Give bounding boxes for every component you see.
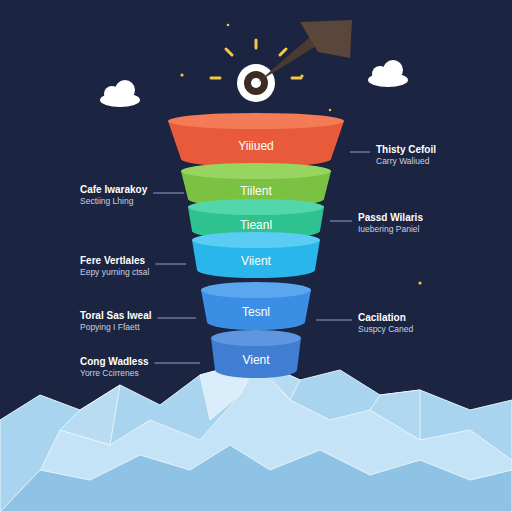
band-top [188, 199, 324, 215]
callout-heading: Cong Wadless [80, 356, 149, 367]
leader-line [316, 320, 352, 321]
callout-subtext: Eepy yurning ctsal [80, 267, 149, 277]
band-label: Tesnl [201, 305, 311, 319]
callout-subtext: Popying I Ffaett [80, 322, 140, 332]
callout-subtext: Iuebering Paniel [358, 224, 419, 234]
clouds [100, 60, 408, 107]
band-label: Yiiiued [168, 139, 344, 153]
callout-heading: Cacilation [358, 312, 406, 323]
funnel-band: Viient [192, 232, 320, 278]
band-top [211, 330, 301, 346]
band-top [192, 232, 320, 248]
funnel-band: Vient [211, 330, 301, 378]
leader-line [155, 264, 186, 265]
band-label: Tiilent [181, 184, 331, 198]
funnel-band: Yiiiued [168, 113, 344, 167]
leader-line [155, 363, 200, 364]
callout-heading: Thisty Cefoil [376, 144, 436, 155]
target-icon [211, 20, 352, 102]
leader-line [153, 193, 184, 194]
band-label: Vient [211, 353, 301, 367]
callout-subtext: Carry Waliued [376, 156, 430, 166]
leader-line [350, 152, 370, 153]
callout-heading: Passd Wilaris [358, 212, 423, 223]
callout-subtext: Suspcy Caned [358, 324, 413, 334]
callout-heading: Toral Sas Iweal [80, 310, 152, 321]
band-label: Viient [192, 254, 320, 268]
callout-heading: Fere Vertlales [80, 255, 145, 266]
band-top [181, 163, 331, 179]
callout-subtext: Yorre Ccirrenes [80, 368, 139, 378]
callout-heading: Cafe Iwarakoy [80, 184, 147, 195]
leader-line [330, 221, 352, 222]
ice-mountains [0, 360, 512, 512]
callout-subtext: Sectiing Lhing [80, 196, 133, 206]
band-top [201, 282, 311, 298]
band-label: Tieanl [188, 218, 324, 232]
band-top [168, 113, 344, 129]
leader-line [158, 318, 196, 319]
funnel-band: Tesnl [201, 282, 311, 330]
